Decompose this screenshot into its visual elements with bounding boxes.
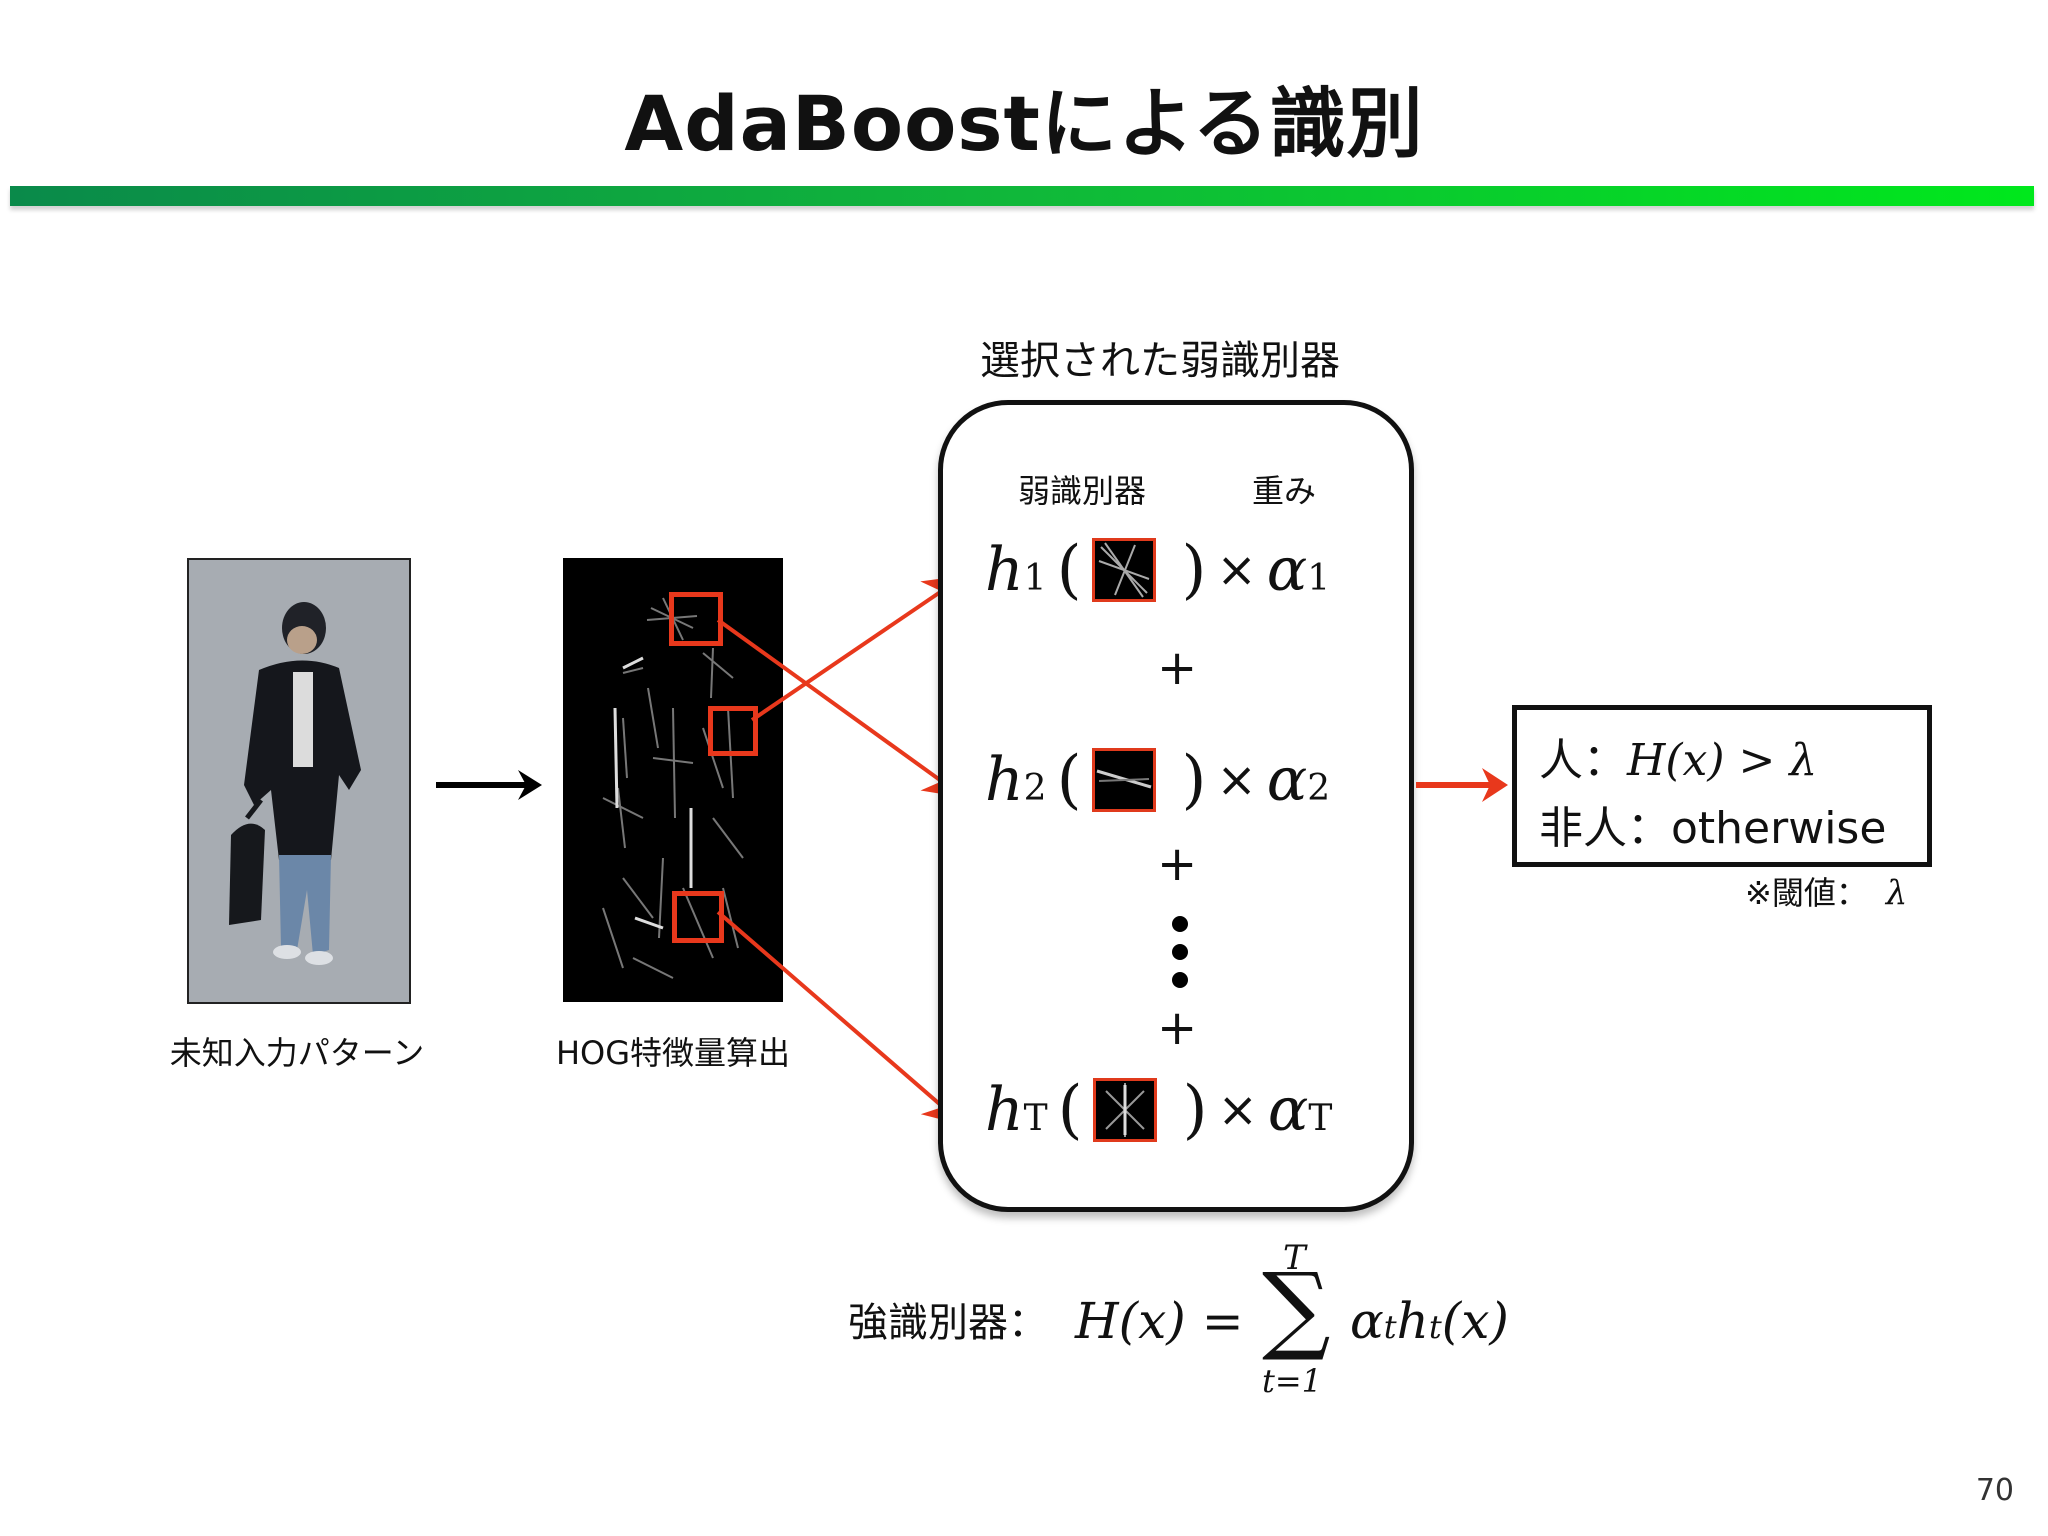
formula-lhs: H(x) = (1075, 1292, 1244, 1350)
selected-classifiers-label: 選択された弱識別器 (980, 338, 1340, 384)
plus-sign-1: + (1157, 640, 1198, 696)
weight-header: 重み (1252, 472, 1317, 510)
hog-region-2 (708, 706, 758, 756)
human-decision: 人：H(x) > λ (1539, 735, 1818, 786)
input-person-image (187, 558, 411, 1004)
left-paren: ( (1057, 1073, 1083, 1147)
red-result-arrow (1416, 768, 1508, 802)
weak-classifier-header: 弱識別器 (1018, 472, 1147, 510)
hog-patch-thumbnail-2 (1091, 748, 1156, 812)
h-symbol: hT (985, 1075, 1048, 1145)
plus-sign-2: + (1157, 836, 1198, 892)
nonhuman-decision: 非人：otherwise (1539, 803, 1887, 854)
left-paren: ( (1056, 743, 1082, 817)
weak-term-1: h1 ( ) × α1 (985, 530, 1330, 610)
black-arrow (436, 770, 542, 800)
right-paren: ) (1181, 743, 1207, 817)
hog-caption: HOG特徴量算出 (555, 1034, 791, 1072)
weak-classifier-box (938, 400, 1414, 1212)
plus-sign-3: + (1157, 1000, 1198, 1056)
person-illustration (189, 560, 409, 1002)
alpha-symbol: α2 (1266, 745, 1331, 815)
threshold-note: ※閾値：λ (1745, 873, 1908, 913)
times-sign: × (1217, 1082, 1258, 1138)
weak-term-T: hT ( ) × αT (985, 1070, 1332, 1150)
sum-lower-limit: t=1 (1262, 1362, 1323, 1400)
vertical-ellipsis-icon (1172, 916, 1188, 988)
decision-box: 人：H(x) > λ 非人：otherwise (1512, 705, 1932, 867)
page-number: 70 (1975, 1473, 2014, 1508)
right-paren: ) (1182, 1073, 1208, 1147)
h-symbol: h2 (985, 745, 1047, 815)
title-underline (10, 186, 2034, 206)
times-sign: × (1216, 542, 1257, 598)
input-caption: 未知入力パターン (169, 1034, 425, 1072)
hog-region-1 (669, 592, 723, 646)
formula-rhs: αtht(x) (1350, 1292, 1509, 1350)
slide-title: AdaBoostによる識別 (624, 79, 1424, 168)
sum-upper-limit: T (1283, 1238, 1306, 1278)
right-paren: ) (1181, 533, 1207, 607)
left-paren: ( (1056, 533, 1082, 607)
alpha-symbol: αT (1267, 1075, 1333, 1145)
hog-patch-thumbnail-1 (1091, 538, 1156, 602)
h-symbol: h1 (985, 535, 1047, 605)
summation-icon: ∑ (1262, 1252, 1331, 1364)
times-sign: × (1216, 752, 1257, 808)
weak-term-2: h2 ( ) × α2 (985, 740, 1330, 820)
strong-classifier-label: 強識別器： (848, 1300, 1048, 1346)
hog-patch-thumbnail-T (1092, 1078, 1157, 1142)
alpha-symbol: α1 (1266, 535, 1331, 605)
